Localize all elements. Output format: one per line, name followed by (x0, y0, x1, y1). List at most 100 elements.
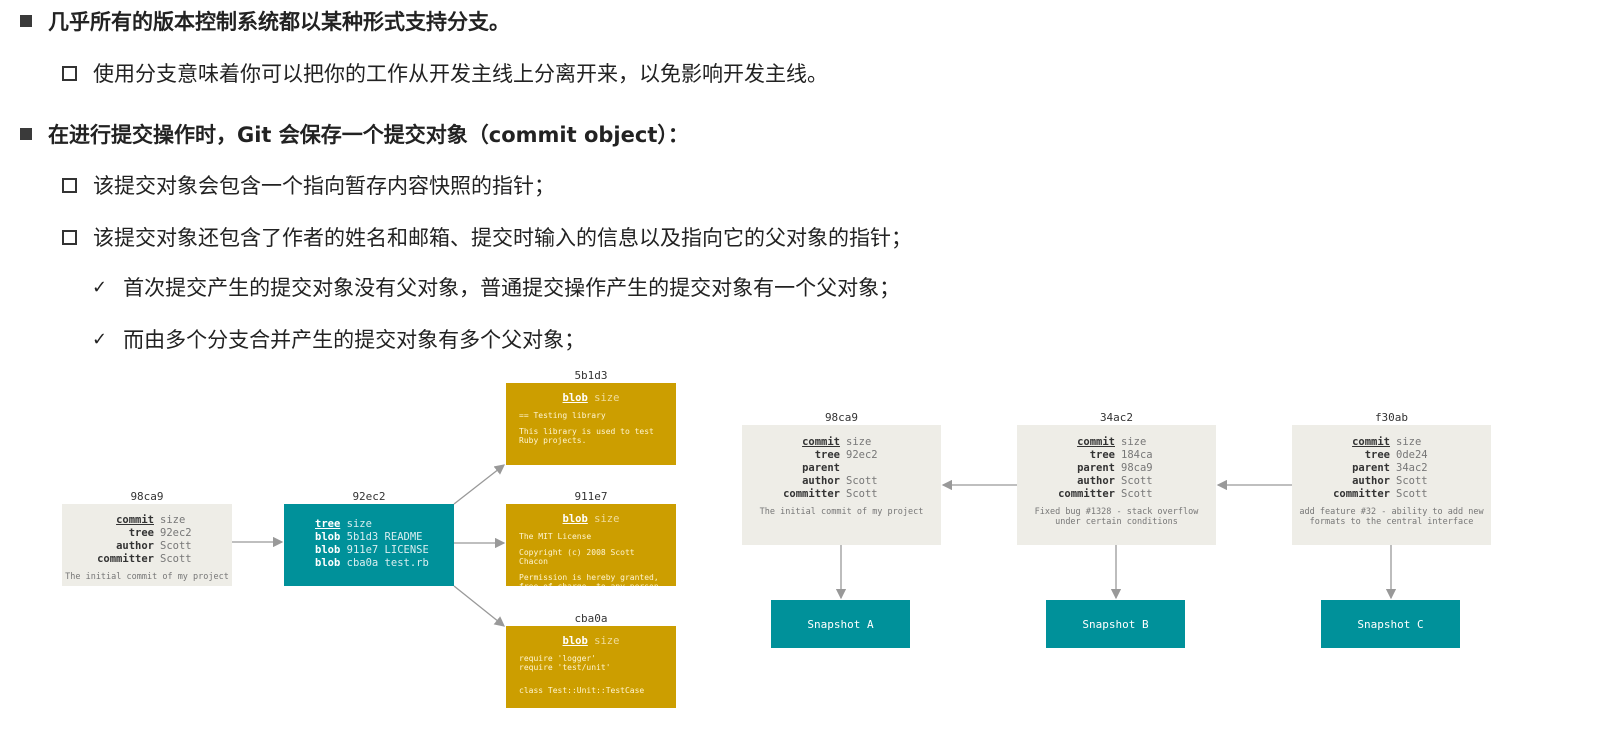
snapshot-box: Snapshot A (771, 600, 910, 648)
hollow-square-bullet-icon (62, 65, 77, 81)
checkmark-icon: ✓ (92, 328, 108, 350)
field-value: 0de24 (1396, 449, 1428, 461)
hollow-square-bullet-icon (62, 177, 77, 193)
blob-type: blob (562, 513, 588, 525)
bullet-item: 使用分支意味着你可以把你的工作从开发主线上分离开来，以免影响开发主线。 (62, 60, 828, 86)
entry-type: blob (315, 557, 341, 569)
bullet-item: 该提交对象会包含一个指向暂存内容快照的指针； (62, 172, 555, 198)
entry-type: blob (315, 544, 341, 556)
tree-entry: tree size (315, 518, 454, 531)
blob-content-line: This library is used to test (519, 427, 654, 436)
blob-type: blob (562, 635, 588, 647)
blob-content-line (506, 672, 676, 679)
object-id-label: f30ab (1374, 411, 1409, 424)
entry-value: 911e7 LICENSE (346, 544, 429, 556)
field-value: 92ec2 (160, 527, 192, 539)
tree-entry: blob 5b1d3 README (315, 531, 454, 544)
field-key: commit (1352, 436, 1390, 448)
field-value: Scott (1121, 475, 1153, 487)
field-key: author (1352, 475, 1390, 487)
entry-value: 5b1d3 README (346, 531, 423, 543)
blob-content-line: == Testing library (519, 411, 606, 420)
bullet-item: ✓ 而由多个分支合并产生的提交对象有多个父对象； (92, 326, 585, 352)
field-value: Scott (1396, 488, 1428, 500)
blob-content-line: class Test::Unit::TestCase (519, 686, 645, 695)
commit-message-line: The initial commit of my project (759, 507, 924, 517)
field-key: author (116, 540, 154, 552)
blob-content-line (506, 541, 676, 548)
field-key: commit (1077, 436, 1115, 448)
field-key: parent (802, 462, 840, 474)
object-id-label: 911e7 (574, 490, 608, 503)
field-key: committer (783, 488, 840, 500)
commit-message-line: under certain conditions (1055, 517, 1178, 527)
blob-content-line: The MIT License (519, 532, 592, 541)
field-value: 34ac2 (1396, 462, 1428, 474)
blob-content-line: require 'test/unit' (519, 663, 611, 672)
bullet-item: ✓首次提交产生的提交对象没有父对象，普通提交操作产生的提交对象有一个父对象； (92, 274, 900, 300)
blob-content-line: Copyright (c) 2008 Scott Chacon (519, 548, 635, 566)
field-value: size (1121, 436, 1147, 448)
blob-size: size (594, 513, 620, 525)
field-value: Scott (1121, 488, 1153, 500)
entry-type: tree (315, 518, 341, 530)
commit-message-line: add feature #32 - ability to add new (1299, 507, 1484, 517)
blob-content-line: Permission is hereby granted, (519, 573, 659, 582)
object-id-label: 5b1d3 (574, 369, 608, 382)
field-key: author (1077, 475, 1115, 487)
entry-value: cba0a test.rb (346, 557, 429, 569)
blob-content-line (506, 566, 676, 573)
snapshot-box: Snapshot B (1046, 600, 1185, 648)
bullet-text: 该提交对象还包含了作者的姓名和邮箱、提交时输入的信息以及指向它的父对象的指针； (93, 226, 912, 250)
object-id-label: 98ca9 (824, 411, 859, 424)
bullet-text: 该提交对象会包含一个指向暂存内容快照的指针； (93, 174, 555, 198)
object-id-label: 34ac2 (1099, 411, 1134, 424)
tree-entry: blob cba0a test.rb (315, 557, 454, 570)
field-key: commit (802, 436, 840, 448)
field-key: committer (97, 553, 154, 565)
field-key: committer (1058, 488, 1115, 500)
field-key: tree (814, 449, 840, 461)
object-id-label: cba0a (574, 612, 608, 625)
blob-size: size (594, 392, 620, 404)
commit-message-line: Fixed bug #1328 - stack overflow (1034, 507, 1199, 517)
field-value: size (160, 514, 186, 526)
blob-content-line: Ruby projects. (519, 436, 587, 445)
entry-value: size (346, 518, 372, 530)
bullet-text: 而由多个分支合并产生的提交对象有多个父对象； (123, 328, 586, 352)
field-key: parent (1352, 462, 1390, 474)
bullet-item: 该提交对象还包含了作者的姓名和邮箱、提交时输入的信息以及指向它的父对象的指针； (62, 224, 912, 250)
arrow-tree-to-blob-5b1d3 (453, 464, 506, 505)
bullet-text: 几乎所有的版本控制系统都以某种形式支持分支。 (48, 10, 510, 34)
bullet-text: 使用分支意味着你可以把你的工作从开发主线上分离开来，以免影响开发主线。 (93, 62, 828, 86)
object-id-label: 98ca9 (130, 490, 164, 503)
blob-size: size (594, 635, 620, 647)
commit-message-line: formats to the central interface (1309, 517, 1474, 527)
field-value: Scott (1396, 475, 1428, 487)
field-value: 184ca (1121, 449, 1153, 461)
field-key: tree (1089, 449, 1115, 461)
field-key: committer (1333, 488, 1390, 500)
field-value: Scott (846, 488, 878, 500)
commit-message: The initial commit of my project (65, 572, 229, 582)
entry-type: blob (315, 531, 341, 543)
blob-header: blob size (506, 635, 676, 648)
field-value: size (1396, 436, 1422, 448)
blob-content-line: require 'logger' (519, 654, 597, 663)
field-key: tree (128, 527, 154, 539)
blob-content-line (506, 420, 676, 427)
field-value: 92ec2 (846, 449, 878, 461)
field-value: size (846, 436, 872, 448)
snapshot-box: Snapshot C (1321, 600, 1460, 648)
filled-square-bullet-icon (20, 15, 32, 27)
